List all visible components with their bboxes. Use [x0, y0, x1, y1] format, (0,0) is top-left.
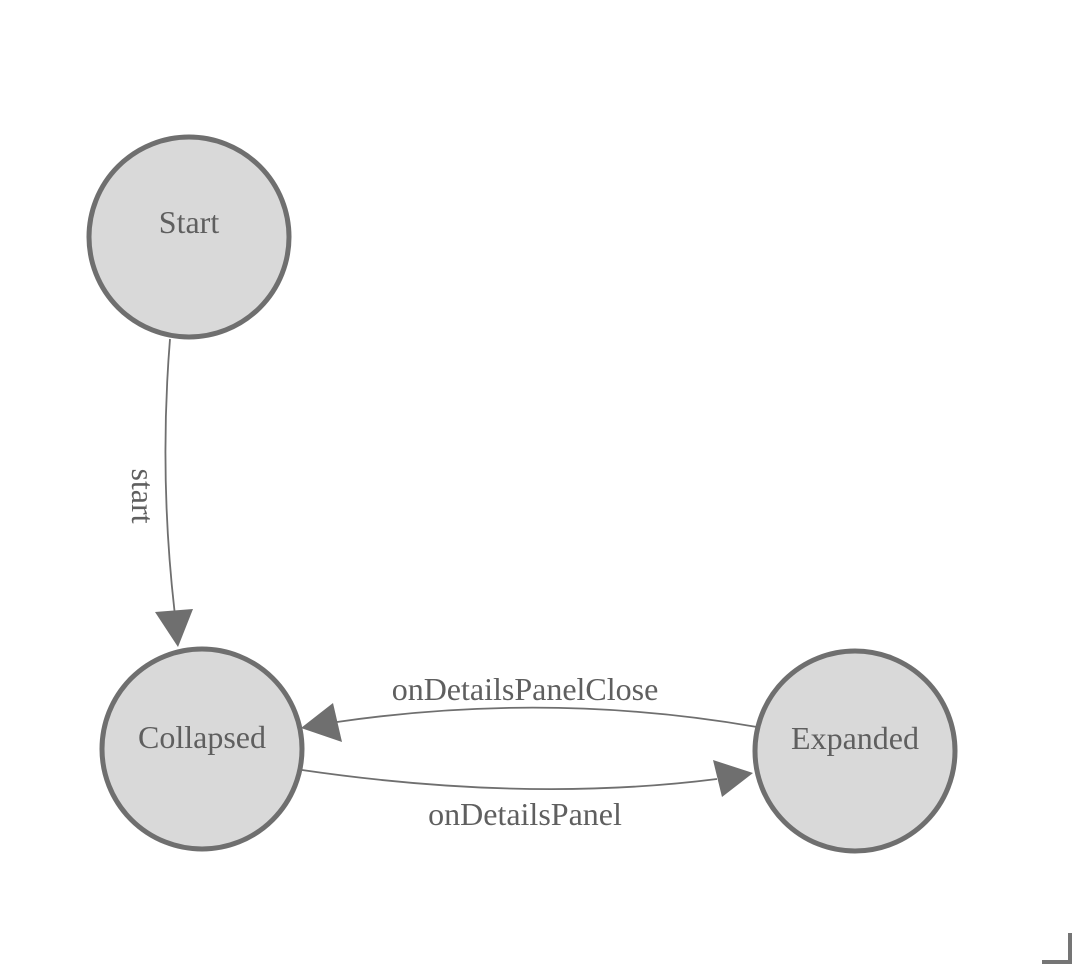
- state-label-start: Start: [159, 204, 220, 240]
- state-node-collapsed[interactable]: Collapsed: [99, 646, 305, 852]
- arrowhead-icon: [301, 703, 342, 742]
- edge-label-ondetailspanelclose: onDetailsPanelClose: [392, 671, 659, 707]
- state-node-expanded[interactable]: Expanded: [752, 648, 958, 854]
- state-label-expanded: Expanded: [791, 720, 919, 756]
- edge-collapsed-to-expanded: onDetailsPanel: [301, 760, 753, 832]
- state-circle-collapsed: [99, 646, 305, 852]
- edge-expanded-to-collapsed: onDetailsPanelClose: [301, 671, 758, 742]
- resize-corner-icon[interactable]: [1042, 933, 1072, 964]
- arrowhead-icon: [713, 760, 753, 797]
- edge-expanded-to-collapsed-line: [336, 706, 758, 728]
- state-node-start[interactable]: Start: [86, 134, 292, 340]
- edge-collapsed-to-expanded-line: [301, 769, 718, 791]
- edge-label-ondetailspanel: onDetailsPanel: [428, 796, 622, 832]
- edge-label-start: start: [125, 468, 161, 523]
- state-circle-start: [86, 134, 292, 340]
- state-circle-expanded: [752, 648, 958, 854]
- arrowhead-icon: [155, 609, 193, 647]
- edge-start-to-collapsed: start: [125, 338, 193, 647]
- state-label-collapsed: Collapsed: [138, 719, 266, 755]
- edge-start-to-collapsed-line: [164, 338, 176, 612]
